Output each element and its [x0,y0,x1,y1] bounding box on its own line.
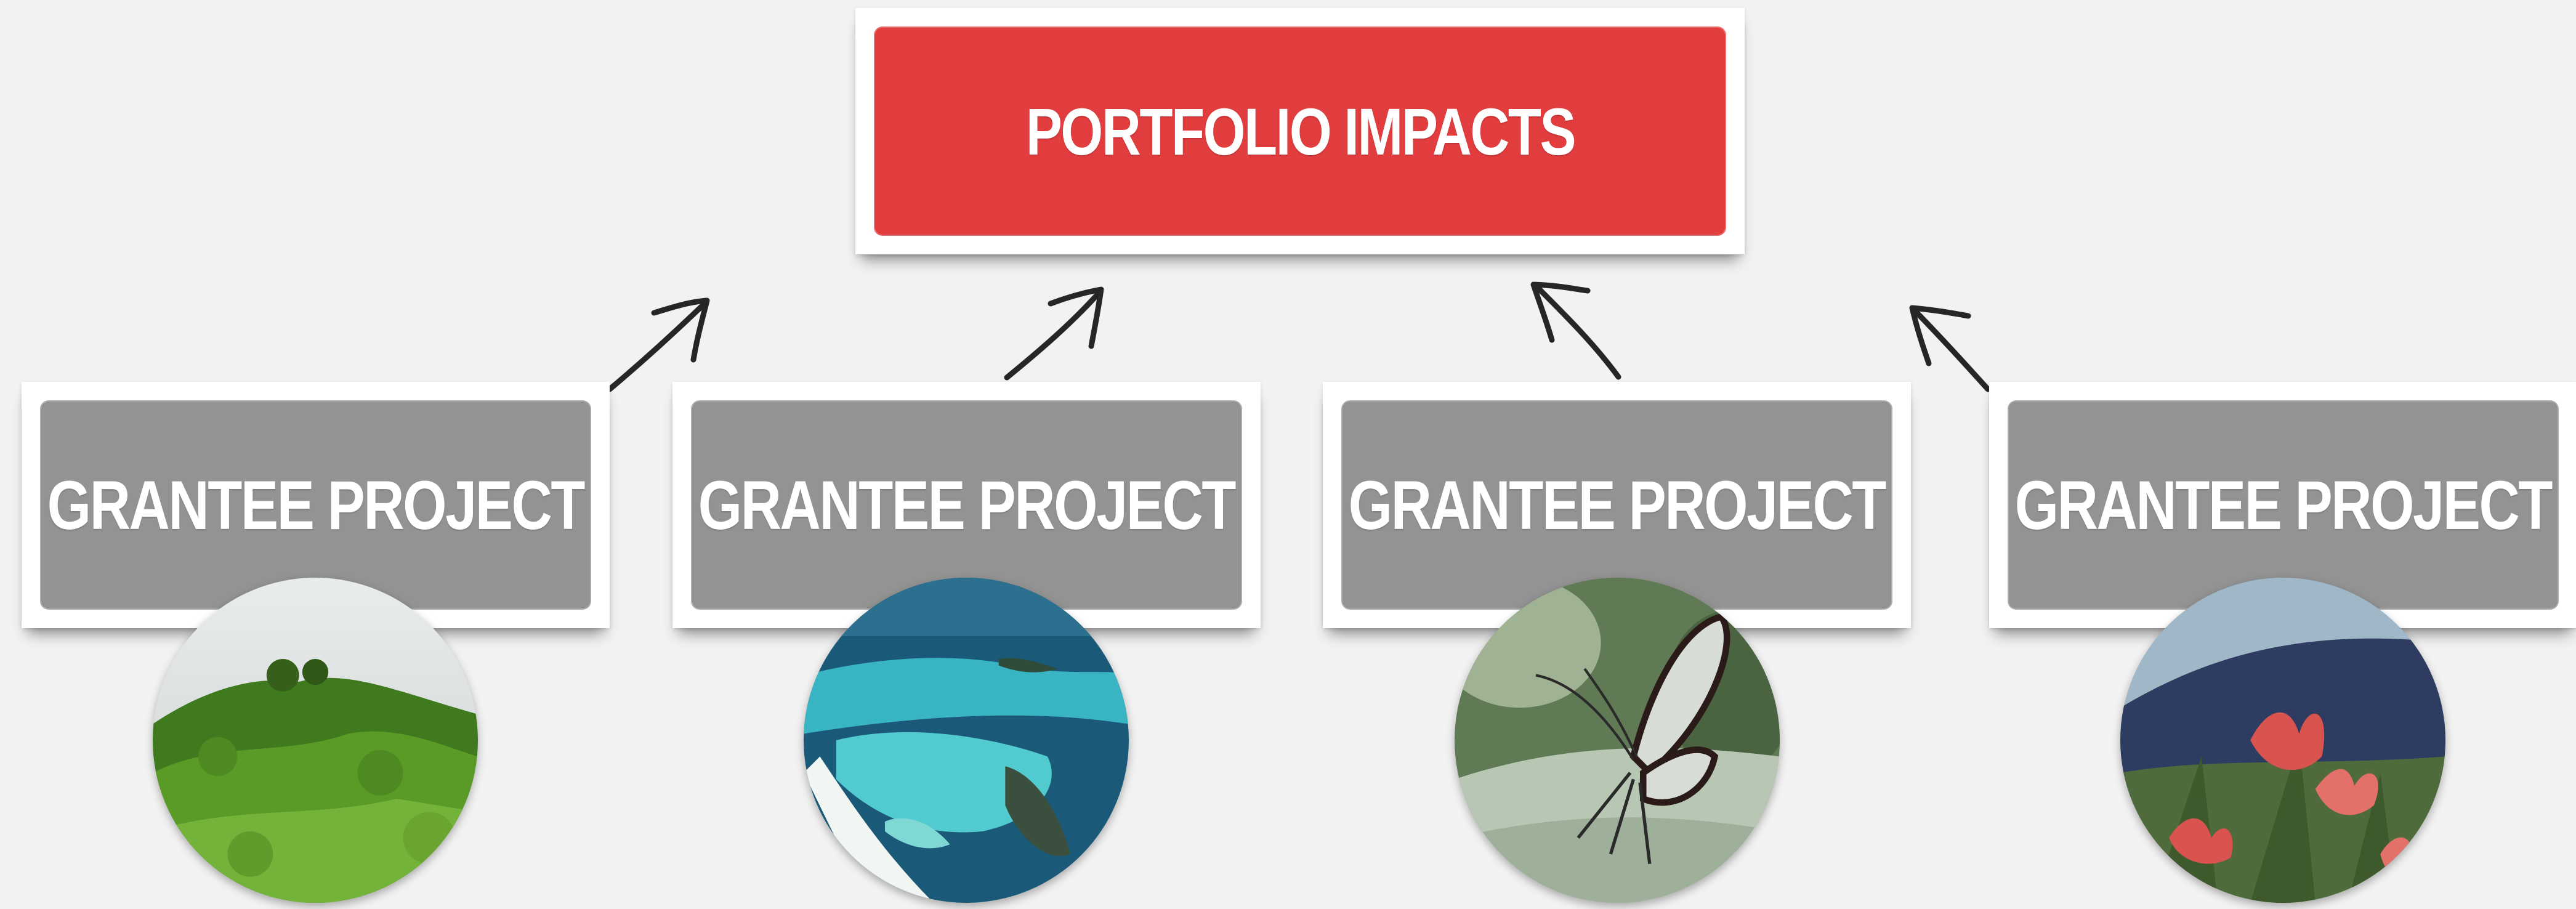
glasswing-butterfly-photo [1455,578,1780,903]
grantee-project-label-4: GRANTEE PROJECT [2014,466,2553,544]
arrow-project-4 [1909,305,1991,392]
protea-flowers-photo [2120,578,2445,903]
coral-reef-aerial-photo [804,578,1129,903]
grantee-project-panel-4: GRANTEE PROJECT [2008,400,2559,610]
portfolio-impacts-label: PORTFOLIO IMPACTS [1025,94,1576,169]
grantee-project-box-3: GRANTEE PROJECT [1323,382,1911,628]
arrow-project-1 [607,297,710,392]
grantee-project-panel-3: GRANTEE PROJECT [1341,400,1892,610]
portfolio-impacts-box: PORTFOLIO IMPACTS [855,8,1745,254]
arrow-project-2 [1004,286,1104,381]
arrow-project-3 [1530,281,1621,380]
forest-hill-photo [153,578,478,903]
grantee-project-panel-2: GRANTEE PROJECT [691,400,1242,610]
grantee-project-box-4: GRANTEE PROJECT [1989,382,2576,628]
grantee-project-label-1: GRANTEE PROJECT [47,466,586,544]
grantee-project-label-3: GRANTEE PROJECT [1348,466,1887,544]
portfolio-impacts-panel: PORTFOLIO IMPACTS [874,26,1726,236]
grantee-project-label-2: GRANTEE PROJECT [698,466,1237,544]
grantee-project-panel-1: GRANTEE PROJECT [40,400,591,610]
grantee-project-box-2: GRANTEE PROJECT [672,382,1261,628]
